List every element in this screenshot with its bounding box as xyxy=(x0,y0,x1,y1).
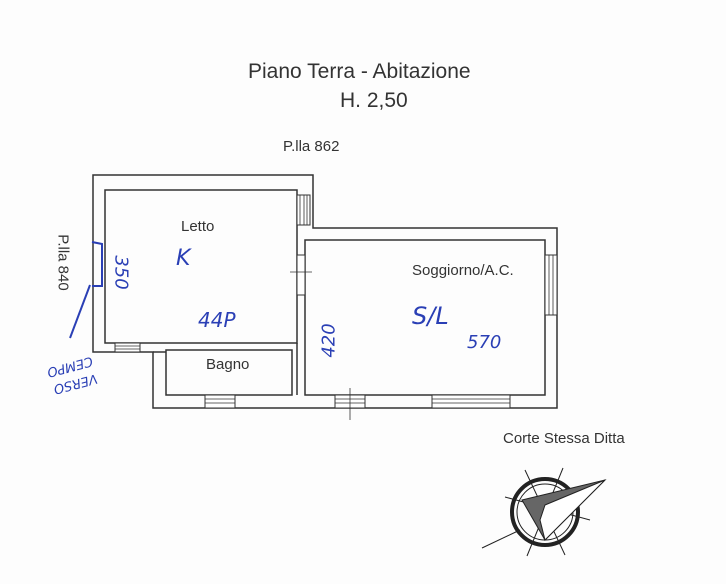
outer-wall xyxy=(92,174,558,409)
pen-line xyxy=(69,284,91,339)
door-opening xyxy=(296,254,306,296)
handwritten-bedroom-width: 350 xyxy=(110,255,132,290)
window xyxy=(296,194,311,226)
compass-icon xyxy=(481,467,607,557)
room-label-bathroom: Bagno xyxy=(206,356,250,373)
window xyxy=(431,394,511,409)
bathroom-inner-wall xyxy=(165,349,293,396)
room-label-living: Soggiorno/A.C. xyxy=(412,262,514,279)
handwritten-living-width: 420 xyxy=(318,323,340,358)
room-label-bedroom: Letto xyxy=(181,218,215,235)
parcel-west-label: P.lla 840 xyxy=(54,234,72,291)
plan-title: Piano Terra - Abitazione xyxy=(248,60,471,83)
window xyxy=(204,394,236,409)
courtyard-label: Corte Stessa Ditta xyxy=(503,430,625,447)
handwritten-living-length: 570 xyxy=(467,332,502,353)
window xyxy=(544,254,558,316)
parcel-north-label: P.lla 862 xyxy=(283,138,340,155)
window xyxy=(114,342,141,353)
handwritten-living-mark: S/L xyxy=(412,302,449,330)
handwritten-bedroom-mark: K xyxy=(176,246,191,271)
living-inner-wall xyxy=(304,239,546,396)
plan-height: H. 2,50 xyxy=(340,89,408,112)
pen-mark xyxy=(91,241,103,287)
handwritten-bedroom-length: 44P xyxy=(198,308,236,332)
